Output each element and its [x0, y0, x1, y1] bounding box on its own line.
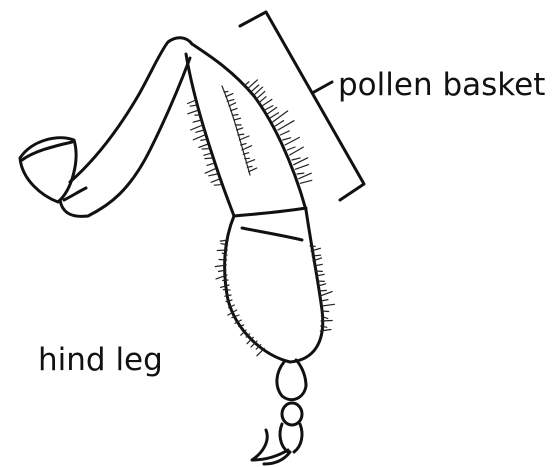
bristle — [201, 139, 207, 140]
bristle — [262, 99, 272, 106]
bristle — [193, 120, 201, 122]
bristle — [188, 100, 196, 104]
bristle — [312, 255, 321, 256]
basitarsus — [225, 210, 323, 362]
femur — [60, 38, 192, 217]
bristle — [249, 168, 257, 172]
bristle — [191, 125, 203, 130]
bristle — [319, 290, 326, 291]
bristle — [275, 121, 283, 126]
bristle — [322, 304, 334, 306]
bristle — [205, 169, 215, 174]
bristle — [232, 115, 238, 116]
bristle — [287, 147, 295, 150]
bristle — [265, 106, 273, 110]
bristle — [295, 165, 308, 170]
bristle — [211, 179, 219, 182]
bristle — [231, 108, 237, 110]
bristle — [219, 260, 227, 261]
tarsal-segments — [277, 360, 306, 452]
bristle — [270, 113, 279, 118]
bristle — [292, 158, 300, 160]
bristle — [237, 128, 243, 130]
bristle — [205, 158, 212, 159]
bristle — [320, 292, 332, 296]
bristle — [300, 180, 312, 183]
bristle — [188, 110, 199, 114]
pollen-basket-bracket — [240, 12, 364, 200]
bristle — [224, 92, 228, 93]
bristle — [322, 311, 329, 312]
bristle — [283, 138, 291, 140]
bristle — [196, 130, 204, 132]
bristle — [234, 118, 241, 120]
bristle — [226, 94, 233, 97]
bristle — [193, 135, 205, 140]
bristle — [273, 111, 288, 122]
bristle — [207, 163, 214, 165]
pollen-basket-label: pollen basket — [338, 70, 545, 101]
hind-leg-label: hind leg — [38, 345, 163, 376]
bristle — [297, 173, 304, 174]
bristle — [217, 250, 227, 251]
bristle — [209, 174, 217, 176]
basitarsus-hairs — [215, 240, 334, 356]
bristle — [238, 134, 244, 135]
bristle — [259, 97, 266, 103]
bristle — [239, 136, 249, 140]
bristle — [321, 321, 332, 322]
bristle — [229, 103, 236, 106]
bristle — [204, 153, 211, 155]
bristle — [227, 100, 234, 102]
bristle — [199, 144, 208, 147]
bristle — [246, 160, 255, 163]
bristle — [223, 280, 228, 281]
bristle — [214, 185, 220, 186]
bristle — [280, 131, 289, 135]
bristle — [242, 146, 252, 150]
coxa — [20, 138, 76, 202]
